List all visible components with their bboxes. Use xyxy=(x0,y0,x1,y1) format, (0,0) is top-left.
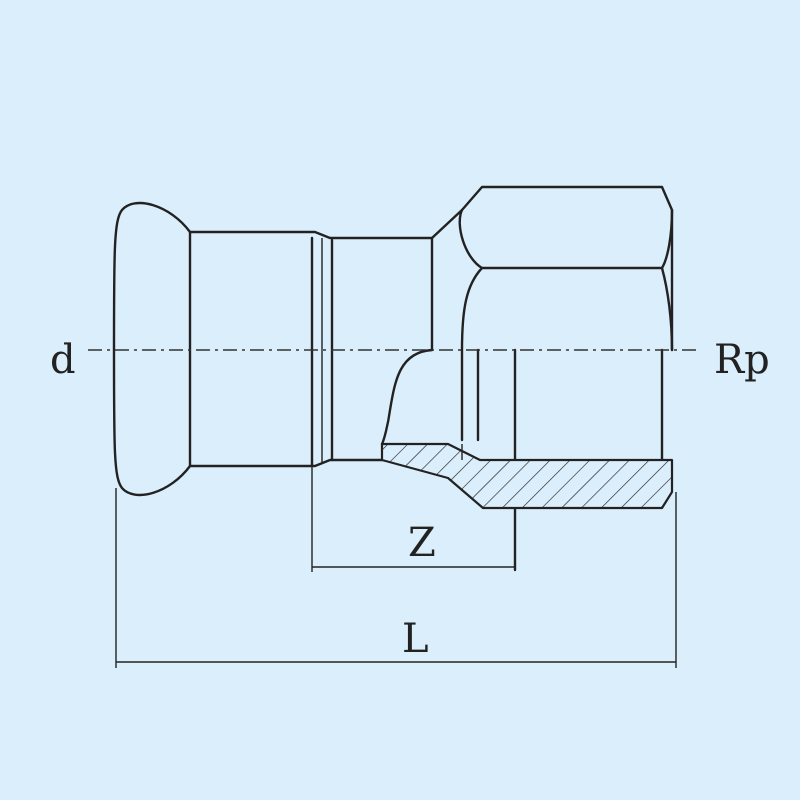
hex-nut-right xyxy=(660,266,674,352)
section-hatch xyxy=(380,442,674,510)
label-rp: Rp xyxy=(714,337,770,383)
inner-bore-curve xyxy=(380,348,434,446)
label-l: L xyxy=(402,616,429,662)
hex-nut-flats xyxy=(458,208,674,270)
label-z: Z xyxy=(408,520,436,566)
hex-nut-lower xyxy=(460,266,484,442)
fitting-outline xyxy=(112,201,387,497)
label-d: d xyxy=(50,337,76,383)
